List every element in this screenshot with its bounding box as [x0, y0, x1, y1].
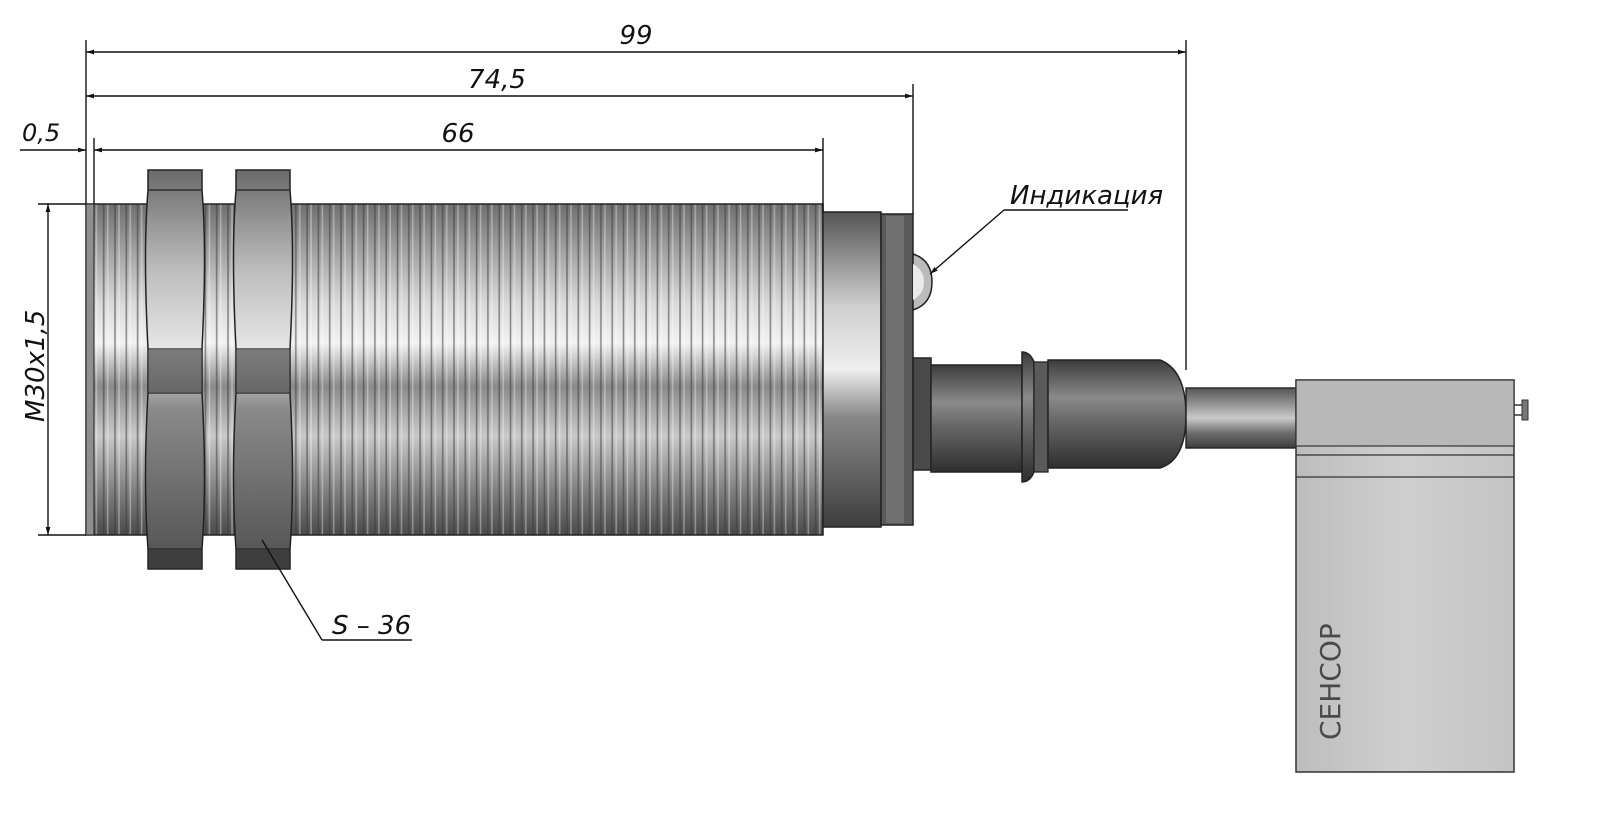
dimension-offset-text: 0,5: [22, 119, 60, 147]
cable: [1185, 387, 1299, 449]
dimension-housing: 74,5: [86, 65, 914, 214]
leader-indicator-text: Индикация: [1010, 181, 1163, 211]
dimension-thread-size-text: M30x1,5: [21, 310, 51, 422]
leader-wrench-size-text: S – 36: [332, 611, 411, 641]
dimension-thread-size: M30x1,5: [21, 203, 86, 536]
dimension-thread-length: 66: [93, 119, 824, 212]
leader-indicator: Индикация: [929, 181, 1163, 275]
dimension-overall-text: 99: [619, 21, 652, 51]
lock-nut-2: [232, 169, 294, 570]
threaded-body: [85, 203, 824, 536]
housing-cap: [822, 211, 914, 528]
cable-gland: [912, 351, 1187, 483]
indicator-led: [912, 252, 933, 312]
tag-label: СЕНСОР: [1314, 623, 1347, 740]
dimension-overall: 99: [85, 21, 1187, 370]
leader-wrench-size: S – 36: [261, 539, 412, 641]
cable-tag: СЕНСОР: [1295, 379, 1529, 773]
dimension-offset: 0,5: [20, 119, 86, 153]
dimension-housing-text: 74,5: [468, 65, 526, 95]
dimension-thread-length-text: 66: [441, 119, 474, 149]
lock-nut-1: [144, 169, 206, 570]
